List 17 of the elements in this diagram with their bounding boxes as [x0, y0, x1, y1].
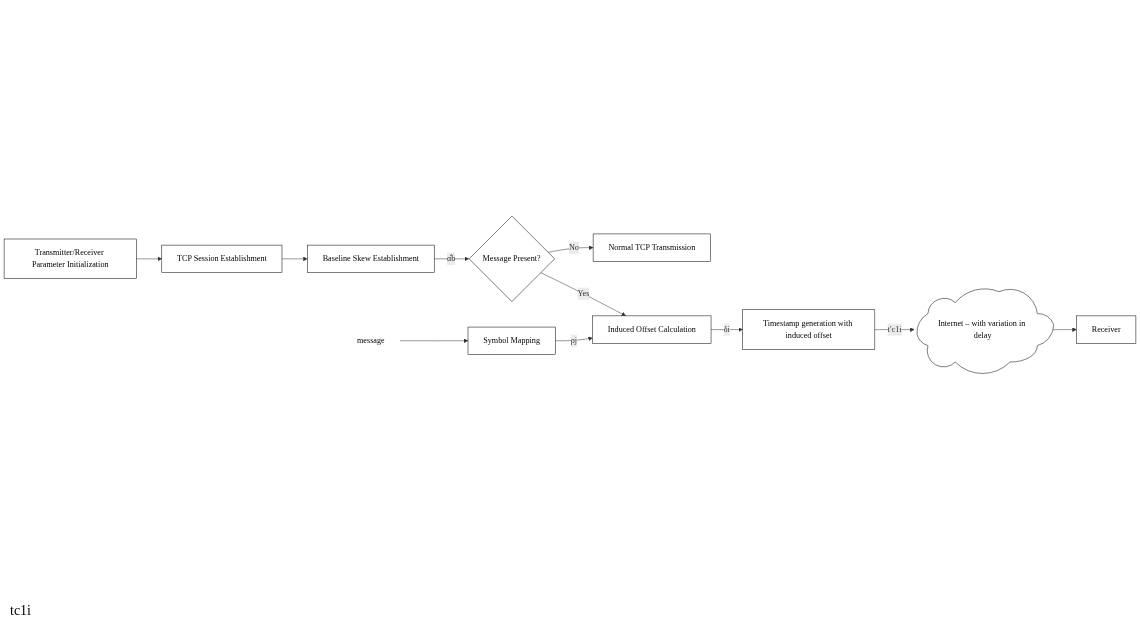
math-label: tc1i: [10, 603, 31, 618]
edge-label: Yes: [577, 289, 590, 298]
node-box: TCP Session Establishment: [161, 245, 283, 274]
edge-label: δi: [723, 325, 730, 334]
edge-label: t′c1i: [887, 325, 902, 334]
edge-label: α̂b: [446, 254, 456, 264]
node-box: Transmitter/Receiver Parameter Initialization: [3, 238, 137, 280]
node-box: Symbol Mapping: [467, 327, 556, 355]
node-text: message: [357, 336, 385, 346]
node-diamond: Message Present?: [468, 216, 555, 303]
node-box: Baseline Skew Establishment: [307, 245, 435, 274]
node-box: Normal TCP Transmission: [592, 233, 711, 262]
edge-label: No: [568, 243, 579, 252]
node-box: Receiver: [1076, 315, 1137, 344]
node-box: Timestamp generation with induced offset: [742, 309, 876, 350]
edge-label: ρj: [570, 336, 578, 346]
node-box: Induced Offset Calculation: [592, 315, 712, 344]
